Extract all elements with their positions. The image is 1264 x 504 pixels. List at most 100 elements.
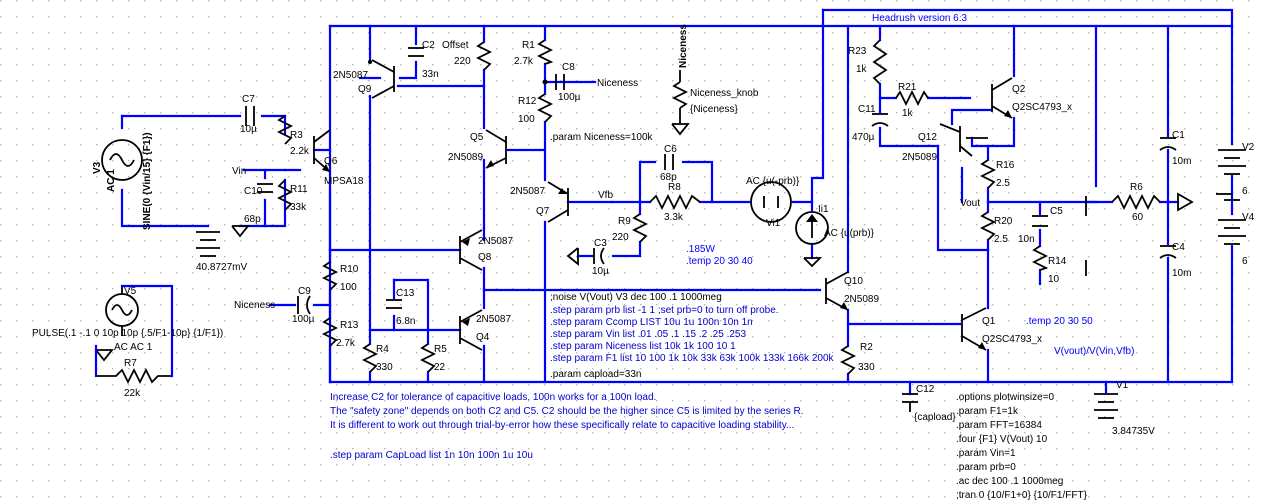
c7-label: C7 xyxy=(242,94,255,105)
q10-model: 2N5089 xyxy=(844,294,879,305)
capacitor-c9[interactable] xyxy=(297,295,311,315)
resistor-r9[interactable] xyxy=(631,213,649,243)
r6-label: R6 xyxy=(1130,182,1143,193)
r13-value: 2.7k xyxy=(336,338,356,349)
sim-directive-line: .param FFT=16384 xyxy=(956,420,1042,431)
directive-line: .step param Vin list .01 .05 .1 .15 .2 .… xyxy=(550,329,746,340)
output-arrow-icon xyxy=(1177,192,1194,212)
capacitor-c11[interactable] xyxy=(871,113,889,127)
capacitor-c7[interactable] xyxy=(245,106,255,126)
capacitor-c6[interactable] xyxy=(664,154,674,170)
transistor-q1[interactable] xyxy=(961,307,987,351)
resistor-r4[interactable] xyxy=(361,343,379,373)
resistor-r20[interactable] xyxy=(979,211,997,241)
sim-directive-line: ;tran 0 {10/F1+0} {10/F1/FFT} xyxy=(956,490,1088,501)
capacitor-c12[interactable] xyxy=(902,393,918,412)
r3-value: 2.2k xyxy=(290,146,310,157)
r12-value: 100 xyxy=(518,114,535,125)
q7-model: 2N5087 xyxy=(510,186,545,197)
voltage-source-vi1[interactable] xyxy=(750,181,792,223)
transistor-q5[interactable] xyxy=(485,129,507,169)
directive-line: .step param F1 list 10 100 1k 10k 33k 63… xyxy=(550,353,835,364)
r23-value: 1k xyxy=(856,64,868,75)
resistor-r14[interactable] xyxy=(1031,245,1049,271)
v3-ac: AC 1 xyxy=(106,169,117,192)
q12-label: Q12 xyxy=(918,132,937,143)
offset-label: Offset xyxy=(442,40,469,51)
voltage-source-v5[interactable] xyxy=(95,286,139,362)
c6-value: 68p xyxy=(660,172,677,183)
resistor-r13[interactable] xyxy=(321,317,339,347)
c2-value: 33n xyxy=(422,69,439,80)
q1-label: Q1 xyxy=(982,316,996,327)
niceness-vertical-label: Niceness xyxy=(678,24,689,68)
c5-label: C5 xyxy=(1050,206,1063,217)
resistor-r7[interactable] xyxy=(96,367,172,385)
q12-model: 2N5089 xyxy=(902,152,937,163)
capacitor-c1[interactable] xyxy=(1159,137,1177,151)
resistor-r21[interactable] xyxy=(895,89,929,107)
param-niceness: .param Niceness=100k xyxy=(550,132,654,143)
capacitor-c13[interactable] xyxy=(386,299,402,309)
resistor-r16[interactable] xyxy=(979,159,997,189)
v5-wire xyxy=(94,284,174,378)
knob-label: Niceness_knob xyxy=(690,88,759,99)
capacitor-c10[interactable] xyxy=(257,183,273,193)
r11-value: 33k xyxy=(290,202,307,213)
capacitor-c5[interactable] xyxy=(1032,215,1048,227)
vi1-label: Vi1 xyxy=(766,218,781,229)
transistor-q9[interactable] xyxy=(368,59,395,99)
sim-directive-line: .param F1=1k xyxy=(956,406,1019,417)
r10-label: R10 xyxy=(340,264,359,275)
resistor-r5[interactable] xyxy=(419,343,437,373)
temp1-label: .temp 20 30 40 xyxy=(686,256,753,267)
transistor-q12[interactable] xyxy=(939,123,988,157)
c12-label: C12 xyxy=(916,384,935,395)
ground-icon xyxy=(231,225,250,238)
transistor-q4[interactable] xyxy=(459,309,483,351)
resistor-r1[interactable] xyxy=(536,39,554,65)
battery-v2[interactable] xyxy=(1218,149,1246,175)
r10-value: 100 xyxy=(340,282,357,293)
resistor-r23[interactable] xyxy=(872,39,888,85)
r7-value: 22k xyxy=(124,388,141,399)
resistor-niceness-knob[interactable] xyxy=(671,70,690,136)
transistor-q2[interactable] xyxy=(991,77,1013,119)
r8-value: 3.3k xyxy=(664,212,684,223)
v3-label: V3 xyxy=(92,161,103,174)
voltage-source-v3[interactable] xyxy=(101,139,143,181)
resistor-r10[interactable] xyxy=(321,261,339,291)
capacitor-c4[interactable] xyxy=(1159,245,1177,259)
transistor-q6[interactable] xyxy=(313,129,331,173)
r8-label: R8 xyxy=(668,182,681,193)
r12-label: R12 xyxy=(518,96,537,107)
resistor-r12[interactable] xyxy=(536,93,554,123)
sim-directives: .options plotwinsize=0 .param F1=1k .par… xyxy=(956,392,1088,501)
labels: Headrush version 6.3 2N5087 Q9 C2 33n Of… xyxy=(32,13,1255,437)
resistor-r2[interactable] xyxy=(839,345,857,375)
capacitor-c2[interactable] xyxy=(408,47,424,57)
r23-label: R23 xyxy=(848,46,867,57)
note-line: It is different to work out through tria… xyxy=(330,420,794,431)
transistor-q8[interactable] xyxy=(459,229,483,271)
capacitor-c3[interactable] xyxy=(566,247,605,266)
resistor-r8[interactable] xyxy=(649,193,701,211)
c1-label: C1 xyxy=(1172,130,1185,141)
capacitor-c8[interactable] xyxy=(542,74,565,90)
resistor-offset[interactable] xyxy=(475,41,493,71)
resistor-r3[interactable] xyxy=(276,115,294,145)
current-source-ii1[interactable] xyxy=(795,211,829,268)
transistor-q7[interactable] xyxy=(547,181,569,223)
battery-v3-dc[interactable] xyxy=(196,231,220,257)
ii1-ac: AC {u(prb)} xyxy=(824,228,875,239)
q2-label: Q2 xyxy=(1012,84,1026,95)
battery-v4[interactable] xyxy=(1216,193,1246,245)
resistor-r11[interactable] xyxy=(276,179,294,211)
resistor-r6[interactable] xyxy=(1111,193,1161,211)
spice-directives: ;noise V(Vout) V3 dec 100 .1 1000meg .st… xyxy=(550,292,835,380)
transistor-q10[interactable] xyxy=(825,271,849,311)
battery-v1[interactable] xyxy=(1094,393,1118,419)
q2-model: Q2SC4793_x xyxy=(1012,102,1072,113)
q8-label: Q8 xyxy=(478,252,492,263)
